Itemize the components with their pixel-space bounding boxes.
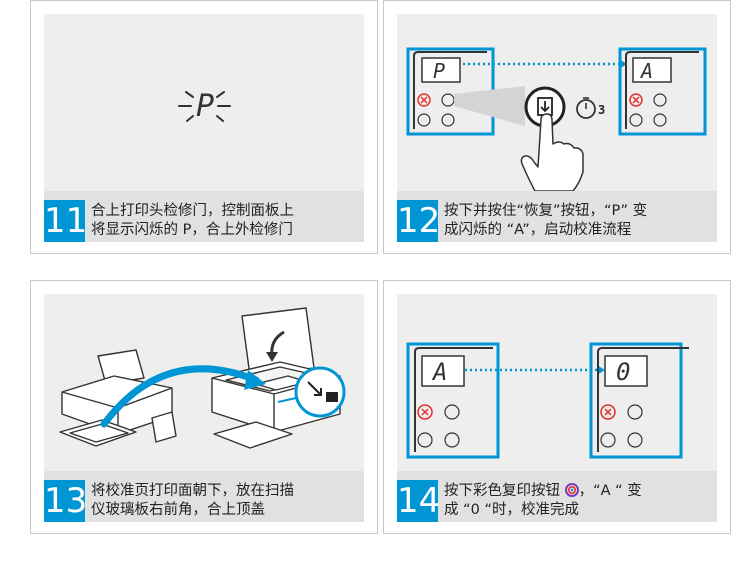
control-panel-after: 0 — [589, 342, 689, 459]
step-14-panel: A 0 14 — [383, 280, 731, 534]
timer-icon — [576, 97, 596, 119]
printer-with-output-icon — [59, 349, 177, 447]
display-to: A — [639, 59, 653, 83]
step-number: 14 — [397, 480, 441, 522]
step-11-panel: P 11 合上打印头检修门，控制面板上 将显示闪烁的 P，合上外检修门 — [30, 0, 378, 254]
step-text-line-2: 成闪烁的 “A”，启动校准流程 — [444, 222, 632, 238]
step-text-line-1: 按下彩色复印按钮 ，“A “ 变 — [444, 482, 710, 501]
cancel-button-icon — [417, 404, 433, 420]
step-text-line-2: 仪玻璃板右前角，合上顶盖 — [91, 502, 265, 518]
step-text: 将校准页打印面朝下，放在扫描 仪玻璃板右前角，合上顶盖 — [91, 482, 357, 520]
step-13-illustration — [59, 307, 346, 449]
step-13-caption: 13 将校准页打印面朝下，放在扫描 仪玻璃板右前角，合上顶盖 — [44, 471, 364, 522]
step-text: 按下并按住“恢复”按钮，“P” 变 成闪烁的 “A”，启动校准流程 — [444, 202, 710, 240]
wireless-button-icon — [629, 113, 643, 127]
step-13-card: 13 将校准页打印面朝下，放在扫描 仪玻璃板右前角，合上顶盖 — [44, 294, 364, 522]
step-12-card: P A — [397, 14, 717, 242]
step-text-line-2: 将显示闪烁的 P，合上外检修门 — [91, 222, 293, 238]
resume-button-icon — [441, 93, 455, 107]
cancel-button-icon — [600, 404, 616, 420]
cancel-button-icon — [629, 93, 643, 107]
control-panel-before: P — [406, 47, 495, 136]
step-number: 13 — [44, 480, 88, 522]
step-12-illustration: P A — [406, 47, 707, 191]
info-button-icon — [627, 432, 643, 448]
timer-seconds: 3 — [598, 103, 605, 117]
step-14-card: A 0 14 — [397, 294, 717, 522]
step-text: 按下彩色复印按钮 ，“A “ 变 成 “0 “时，校准完成 — [444, 482, 710, 520]
step-11-illustration: P — [178, 89, 231, 124]
step-14-caption: 14 按下彩色复印按钮 ，“A “ 变 成 “0 “时，校准完成 — [397, 471, 717, 522]
step-12-caption: 12 按下并按住“恢复”按钮，“P” 变 成闪烁的 “A”，启动校准流程 — [397, 191, 717, 242]
resume-button-icon — [627, 404, 643, 420]
display-from: P — [433, 59, 445, 83]
control-panel-after: A — [618, 47, 707, 136]
step-text: 合上打印头检修门，控制面板上 将显示闪烁的 P，合上外检修门 — [91, 202, 357, 240]
step-text-line-1: 按下并按住“恢复”按钮，“P” 变 — [444, 203, 648, 219]
display-to: 0 — [616, 358, 630, 386]
blinking-p-icon — [178, 91, 231, 122]
step-11-card: P 11 合上打印头检修门，控制面板上 将显示闪烁的 P，合上外检修门 — [44, 14, 364, 242]
step-14-illustration: A 0 — [406, 342, 689, 459]
zoom-cone — [454, 86, 525, 126]
info-button-icon — [653, 113, 667, 127]
step-11-caption: 11 合上打印头检修门，控制面板上 将显示闪烁的 P，合上外检修门 — [44, 191, 364, 242]
hand-icon — [520, 113, 584, 191]
wireless-button-icon — [417, 113, 431, 127]
cancel-button-icon — [417, 93, 431, 107]
color-copy-button-icon — [564, 483, 579, 497]
wireless-button-icon — [417, 432, 433, 448]
step-text-line-1: 将校准页打印面朝下，放在扫描 — [91, 483, 294, 499]
step-text-line-1-start: 按下彩色复印按钮 — [444, 483, 560, 499]
step-12-panel: P A — [383, 0, 731, 254]
resume-button-icon — [653, 93, 667, 107]
blinking-p-letter: P — [196, 89, 214, 124]
display-from: A — [431, 358, 447, 386]
wireless-button-icon — [600, 432, 616, 448]
step-text-line-1-end: ，“A “ 变 — [578, 483, 642, 499]
move-arrow — [100, 365, 260, 428]
control-panel-before: A — [406, 342, 500, 459]
step-number: 11 — [44, 200, 88, 242]
step-number: 12 — [397, 200, 441, 242]
step-text-line-1: 合上打印头检修门，控制面板上 — [91, 203, 294, 219]
info-button-icon — [444, 432, 460, 448]
resume-button-icon — [444, 404, 460, 420]
step-13-panel: 13 将校准页打印面朝下，放在扫描 仪玻璃板右前角，合上顶盖 — [30, 280, 378, 534]
step-text-line-2: 成 “0 “时，校准完成 — [444, 502, 579, 518]
info-button-icon — [441, 113, 455, 127]
